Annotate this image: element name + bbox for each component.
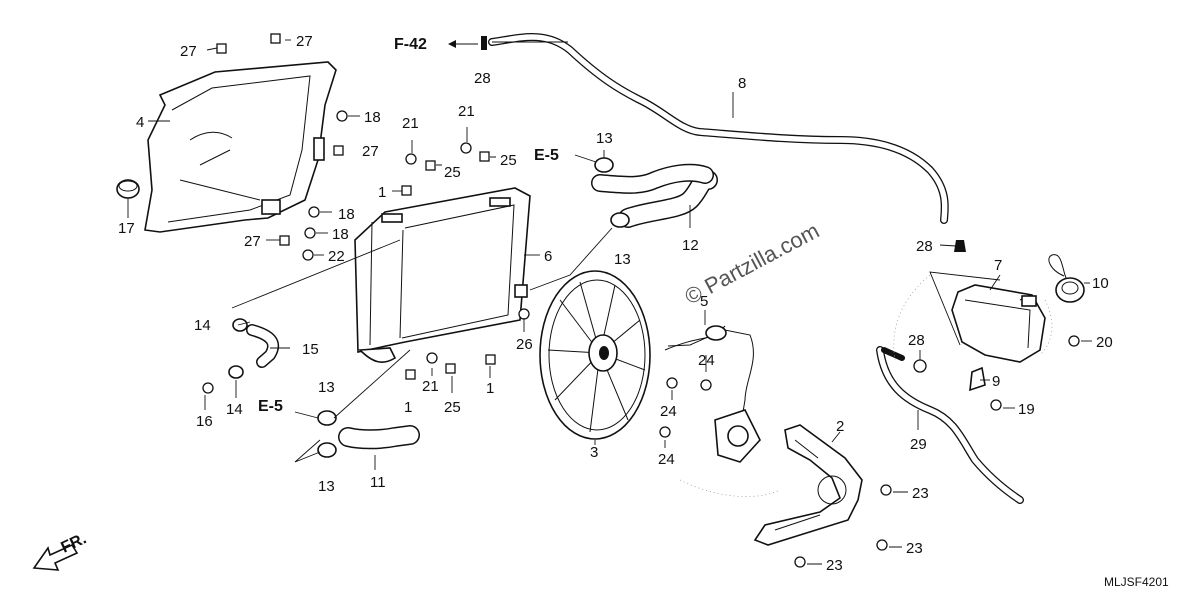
reservoir-cap[interactable]	[1048, 254, 1085, 303]
radiator-core[interactable]	[354, 187, 531, 363]
callout-8: 8	[738, 75, 746, 92]
callout-13: 13	[318, 478, 335, 495]
cooling-fan[interactable]	[539, 270, 651, 440]
callout-27: 27	[244, 233, 261, 250]
callout-3: 3	[590, 444, 598, 461]
reference-e5-left: E-5	[258, 398, 283, 415]
callout-1: 1	[404, 399, 412, 416]
upper-radiator-hose[interactable]	[591, 163, 718, 228]
callout-29: 29	[910, 436, 927, 453]
callout-25: 25	[444, 399, 461, 416]
callout-28: 28	[908, 332, 925, 349]
callout-25: 25	[500, 152, 517, 169]
callout-labels: 27 27 4 18 27 17 18 18 27 22 21 21 25 25…	[118, 33, 1113, 574]
callout-27: 27	[180, 43, 197, 60]
hose-clip[interactable]	[481, 36, 966, 252]
callout-23: 23	[906, 540, 923, 557]
reference-f42: F-42	[394, 36, 478, 53]
callout-9: 9	[992, 373, 1000, 390]
callout-17: 17	[118, 220, 135, 237]
callout-14: 14	[226, 401, 243, 418]
callout-15: 15	[302, 341, 319, 358]
callout-21: 21	[402, 115, 419, 132]
front-direction-arrow: FR.	[32, 530, 90, 571]
callout-13: 13	[318, 379, 335, 396]
fan-motor[interactable]	[664, 325, 761, 463]
callout-18: 18	[338, 206, 355, 223]
callout-28: 28	[474, 70, 491, 87]
callout-18: 18	[364, 109, 381, 126]
callout-10: 10	[1092, 275, 1109, 292]
rubber-grommet[interactable]	[116, 179, 140, 199]
callout-2: 2	[836, 418, 844, 435]
callout-24: 24	[658, 451, 675, 468]
callout-24: 24	[698, 352, 715, 369]
overflow-hose[interactable]	[876, 346, 1024, 504]
bypass-hose[interactable]	[246, 324, 280, 368]
reference-e5-top: E-5	[534, 147, 559, 164]
svg-text:FR.: FR.	[59, 530, 90, 556]
callout-26: 26	[516, 336, 533, 353]
radiator-shroud[interactable]	[144, 61, 337, 233]
callout-25: 25	[444, 164, 461, 181]
callout-16: 16	[196, 413, 213, 430]
assembly-guides	[679, 274, 1053, 497]
callout-11: 11	[370, 474, 386, 491]
callout-12: 12	[682, 237, 699, 254]
callout-27: 27	[362, 143, 379, 160]
reservoir-bracket[interactable]	[969, 366, 986, 392]
lower-radiator-hose[interactable]	[338, 425, 420, 450]
diagram-code: MLJSF4201	[1104, 575, 1169, 589]
clip-nut[interactable]	[216, 33, 927, 380]
svg-text:E-5: E-5	[534, 147, 559, 164]
reservoir-tank[interactable]	[951, 284, 1046, 363]
callout-19: 19	[1018, 401, 1035, 418]
siphon-hose[interactable]	[488, 33, 949, 224]
callout-28: 28	[916, 238, 933, 255]
leader-lines	[127, 39, 1092, 565]
callout-27: 27	[296, 33, 313, 50]
callout-18: 18	[332, 226, 349, 243]
callout-23: 23	[912, 485, 929, 502]
svg-text:E-5: E-5	[258, 398, 283, 415]
callout-14: 14	[194, 317, 211, 334]
callout-6: 6	[544, 248, 552, 265]
callout-23: 23	[826, 557, 843, 574]
callout-24: 24	[660, 403, 677, 420]
callout-20: 20	[1096, 334, 1113, 351]
callout-21: 21	[422, 378, 439, 395]
callout-7: 7	[994, 257, 1002, 274]
fan-bracket[interactable]	[753, 424, 863, 546]
callout-1: 1	[486, 380, 494, 397]
bolt[interactable]	[202, 110, 1080, 568]
callout-21: 21	[458, 103, 475, 120]
callout-13: 13	[596, 130, 613, 147]
callout-22: 22	[328, 248, 345, 265]
callout-1: 1	[378, 184, 386, 201]
callout-4: 4	[136, 114, 144, 131]
callout-13: 13	[614, 251, 631, 268]
svg-text:F-42: F-42	[394, 36, 427, 53]
callout-5: 5	[700, 293, 708, 310]
